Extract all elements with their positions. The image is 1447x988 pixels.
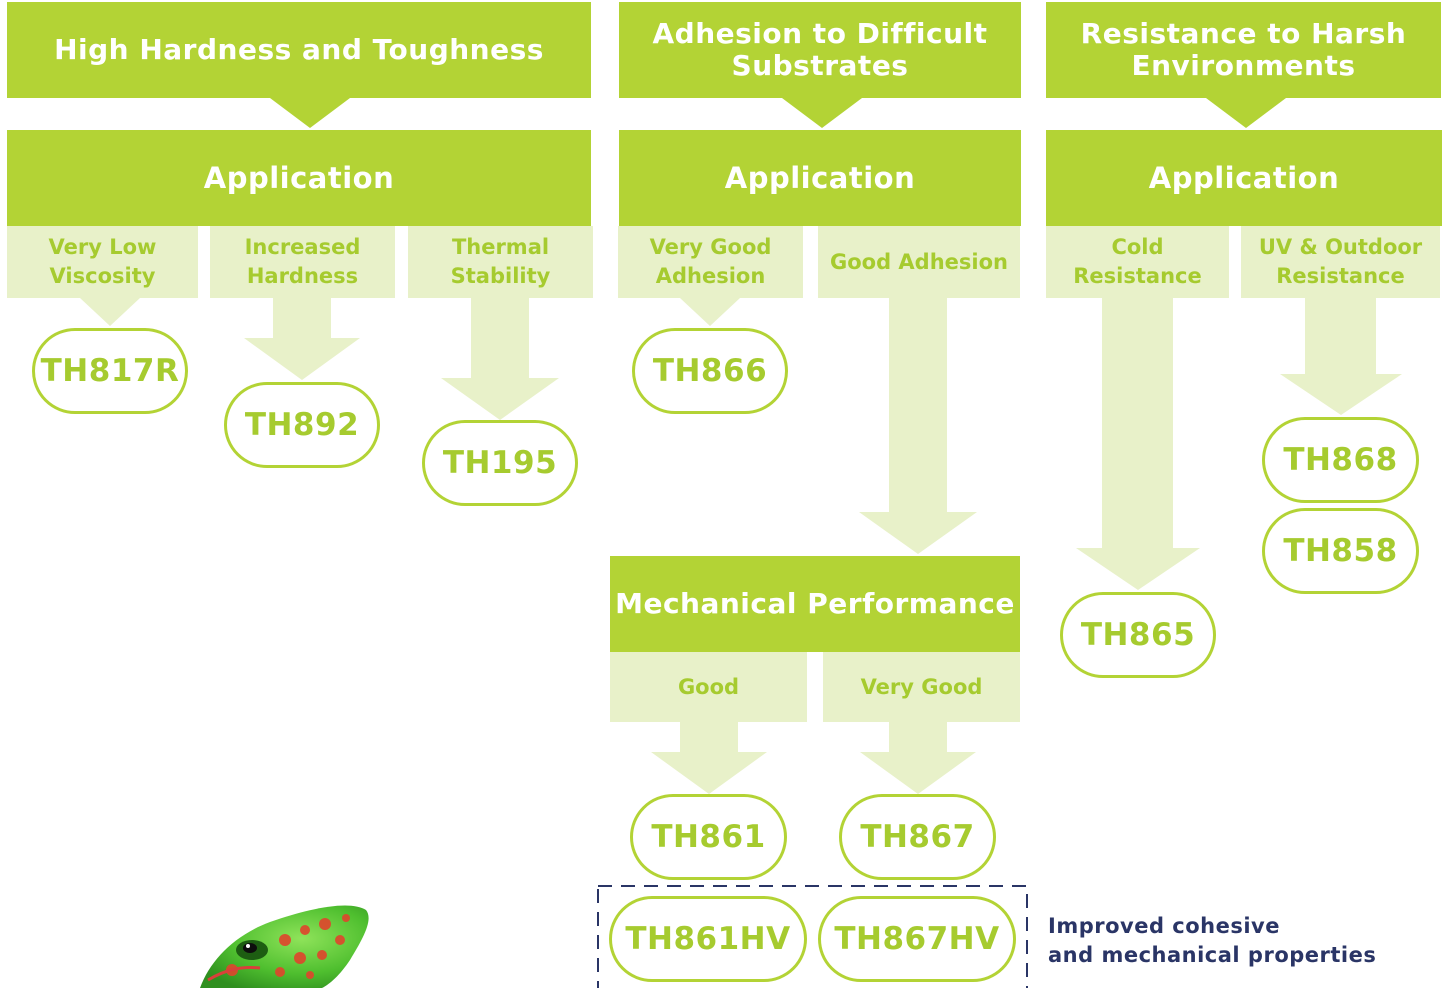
column-title-adhesion: Adhesion to Difficult Substrates	[619, 2, 1021, 98]
product-pill: TH892	[224, 382, 380, 468]
arrow-uv-outdoor	[1280, 298, 1402, 415]
subcategory-very-good-adhesion: Very Good Adhesion	[618, 226, 803, 298]
arrow-mech-good	[651, 722, 767, 794]
subcategory-very-low-viscosity: Very Low Viscosity	[7, 226, 198, 298]
arrow-cold-resistance	[1076, 298, 1200, 590]
product-pill: TH858	[1262, 508, 1419, 594]
mechanical-performance-header: Mechanical Performance	[610, 556, 1020, 652]
product-pill: TH867HV	[818, 896, 1016, 982]
product-pill: TH195	[422, 420, 578, 506]
header-pointer-1	[270, 98, 350, 128]
arrow-very-low-viscosity	[80, 298, 140, 326]
improved-properties-note: Improved cohesive and mechanical propert…	[1048, 912, 1428, 970]
note-line-1: Improved cohesive	[1048, 914, 1280, 938]
product-pill: TH868	[1262, 417, 1419, 503]
application-header: Application	[7, 130, 591, 226]
header-pointer-2	[782, 98, 862, 128]
product-pill: TH866	[632, 328, 788, 414]
arrow-mech-very-good	[860, 722, 976, 794]
subcategory-thermal-stability: Thermal Stability	[408, 226, 593, 298]
note-line-2: and mechanical properties	[1048, 943, 1377, 967]
arrow-very-good-adhesion	[680, 298, 740, 326]
column-title-harsh-environments: Resistance to Harsh Environments	[1046, 2, 1441, 98]
arrow-thermal-stability	[441, 298, 559, 420]
subcategory-increased-hardness: Increased Hardness	[210, 226, 395, 298]
product-pill: TH861	[630, 794, 787, 880]
arrow-increased-hardness	[244, 298, 360, 380]
mechanical-level-very-good: Very Good	[823, 652, 1020, 722]
hv-group-box	[597, 885, 1028, 988]
mechanical-level-good: Good	[610, 652, 807, 722]
subcategory-good-adhesion: Good Adhesion	[818, 226, 1020, 298]
product-pill: TH867	[839, 794, 996, 880]
arrow-good-adhesion	[859, 298, 977, 554]
product-pill: TH865	[1060, 592, 1216, 678]
subcategory-uv-outdoor: UV & Outdoor Resistance	[1241, 226, 1440, 298]
column-title-hardness: High Hardness and Toughness	[7, 2, 591, 98]
header-pointer-3	[1206, 98, 1286, 128]
product-pill: TH861HV	[609, 896, 807, 982]
chameleon-image	[200, 905, 369, 988]
application-header: Application	[619, 130, 1021, 226]
product-pill: TH817R	[32, 328, 188, 414]
application-header: Application	[1046, 130, 1442, 226]
subcategory-cold-resistance: Cold Resistance	[1046, 226, 1229, 298]
